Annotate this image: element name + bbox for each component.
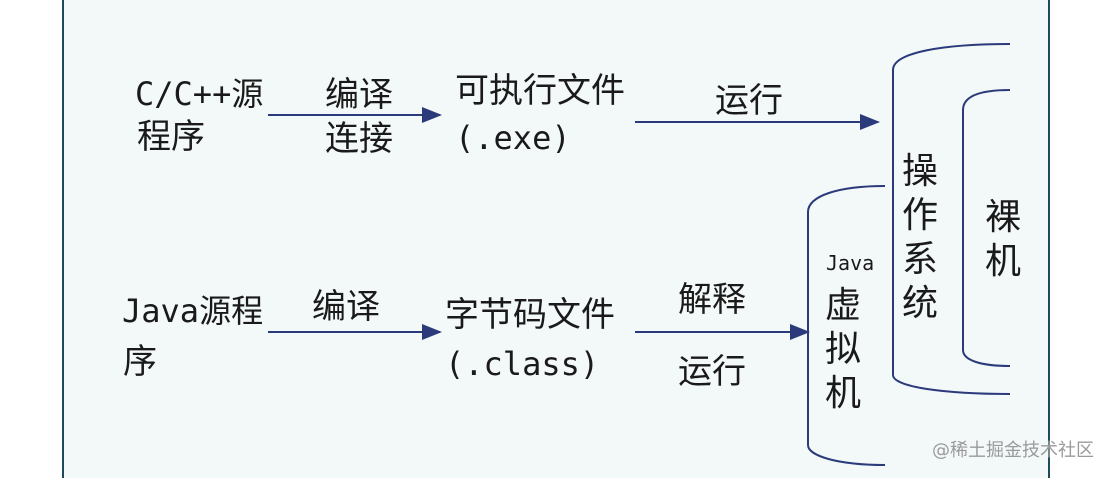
diagram-canvas (62, 0, 1050, 478)
cpp-source-label-line2: 程序 (137, 117, 205, 157)
bare-machine-label: 裸 机 (984, 197, 1021, 282)
os-layer-bracket (892, 43, 1011, 395)
jvm-label: 虚 拟 机 (824, 285, 861, 414)
watermark: @稀土掘金技术社区 (932, 440, 1094, 461)
bytecode-file-label: 字节码文件 (445, 295, 615, 335)
cpp-run-label: 运行 (715, 81, 783, 121)
jvm-layer-bracket (807, 185, 886, 466)
cpp-link-label: 连接 (325, 119, 393, 159)
cpp-compile-label: 编译 (325, 75, 393, 115)
exe-file-label: 可执行文件 (455, 71, 625, 111)
jvm-java-label: Java (826, 251, 875, 275)
java-source-label-line2: 序 (123, 342, 157, 382)
java-compile-label: 编译 (312, 287, 380, 327)
interpret-label: 解释 (678, 280, 746, 320)
cpp-source-label: C/C++源 (135, 75, 264, 113)
java-source-label: Java源程 (122, 292, 264, 330)
os-label: 操 作 系 统 (901, 151, 938, 324)
java-run-label: 运行 (678, 352, 746, 392)
class-extension-label: (.class) (445, 345, 600, 383)
exe-extension-label: (.exe) (455, 119, 571, 157)
hardware-layer-bracket (962, 89, 1011, 367)
